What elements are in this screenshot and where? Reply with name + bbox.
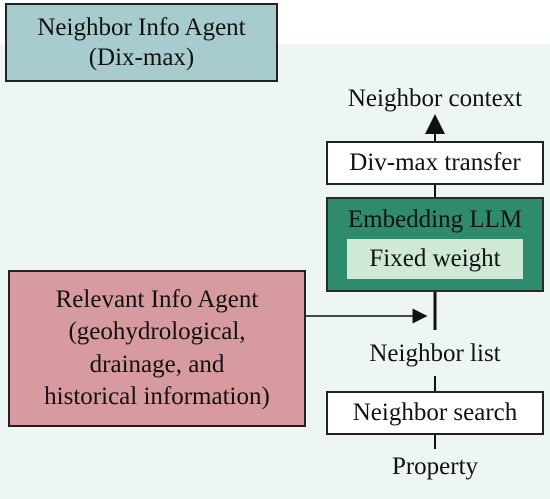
relevant-agent-line-3: drainage, and: [89, 350, 225, 378]
relevant-agent-line-4: historical information): [44, 383, 270, 410]
div-max-transfer-label: Div-max transfer: [349, 149, 521, 176]
embedding-llm-title: Embedding LLM: [347, 206, 523, 233]
relevant-agent-line-1: Relevant Info Agent: [55, 285, 259, 313]
embedding-llm-box: Embedding LLM Fixed weight: [326, 197, 544, 292]
property-label: Property: [391, 453, 479, 480]
neighbor-list-label: Neighbor list: [369, 340, 501, 367]
neighbor-search-box: Neighbor search: [326, 391, 544, 435]
title-line-2: (Dix-max): [88, 43, 195, 71]
title-line-1: Neighbor Info Agent: [37, 13, 246, 41]
fixed-weight-box: Fixed weight: [347, 239, 523, 279]
relevant-agent-line-2: (geohydrological,: [68, 318, 246, 345]
neighbor-info-agent-title: Neighbor Info Agent (Dix-max): [5, 3, 278, 82]
fixed-weight-label: Fixed weight: [369, 245, 501, 272]
relevant-info-agent-box: Relevant Info Agent (geohydrological, dr…: [8, 270, 306, 427]
div-max-transfer-box: Div-max transfer: [326, 141, 544, 185]
neighbor-context-label: Neighbor context: [347, 85, 523, 112]
neighbor-search-label: Neighbor search: [352, 399, 518, 426]
